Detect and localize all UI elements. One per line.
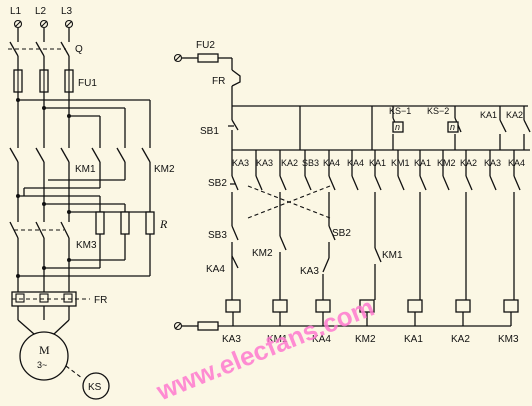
phase-label-l1: L1 [10, 6, 22, 17]
row-label-2: KA3 [256, 158, 273, 168]
resistor-r-1 [95, 211, 105, 235]
coil-label-km2: KM2 [355, 334, 376, 345]
row-label-3: KA2 [281, 158, 298, 168]
row-label-1: KA3 [232, 158, 249, 168]
switch-q-blade [9, 41, 19, 57]
sb2-label: SB2 [208, 178, 227, 189]
fr-contact-label: FR [212, 76, 225, 87]
fuse-fu1-label: FU1 [78, 78, 97, 89]
coil-label-km3: KM3 [498, 334, 519, 345]
row-label-8: KM1 [391, 158, 410, 168]
control-circuit: FU2 FR SB1 n KS−1 n KS−2 [173, 40, 531, 345]
terminal-l1 [13, 19, 23, 29]
km2-contact-label: KM2 [252, 248, 273, 259]
terminal-l3 [64, 19, 74, 29]
row-label-11: KA2 [460, 158, 477, 168]
coil-km1 [272, 299, 288, 313]
coil-ka3 [225, 299, 241, 313]
phase-label-l2: L2 [35, 6, 47, 17]
resistor-r-2 [120, 211, 130, 235]
fuse-fu2-label: FU2 [196, 40, 215, 51]
row-label-10: KM2 [437, 158, 456, 168]
coil-km3 [503, 299, 519, 313]
fuse-fu2 [197, 53, 219, 63]
coil-ka2 [455, 299, 471, 313]
contact-row: KA3 KA3 KA2 SB3 KA4 KA4 KA1 KM1 KA1 KM2 … [232, 158, 525, 168]
coil-label-ka3: KA3 [222, 334, 241, 345]
km1-contact-label: KM1 [382, 250, 403, 261]
contactor-km1-label: KM1 [75, 164, 96, 175]
terminal-l2 [39, 19, 49, 29]
row-label-5: KA4 [323, 158, 340, 168]
ks1-sensor-mark: n [395, 122, 400, 132]
speed-relay-label: KS [88, 382, 102, 393]
sb2-lower-label: SB2 [332, 228, 351, 239]
coil-label-ka4: KA4 [312, 334, 331, 345]
ka4-contact-label: KA4 [206, 264, 225, 275]
ks1-sensor [392, 121, 404, 133]
row-label-4: SB3 [302, 158, 319, 168]
ks2-sensor [447, 121, 459, 133]
row-label-13: KA4 [508, 158, 525, 168]
ka3-contact-label: KA3 [300, 266, 319, 277]
top-label-ka2: KA2 [506, 110, 523, 120]
coil-label-km1: KM1 [267, 334, 288, 345]
top-label-ka1: KA1 [480, 110, 497, 120]
fuse-bottom [197, 321, 219, 331]
row-label-12: KA3 [484, 158, 501, 168]
phase-label-l3: L3 [61, 6, 73, 17]
motor-label: M [39, 343, 50, 357]
power-circuit: L1 L2 L3 Q FU1 [8, 6, 175, 400]
motor-m [19, 331, 69, 381]
contactor-km3-label: KM3 [76, 240, 97, 251]
coil-label-ka1: KA1 [404, 334, 423, 345]
row-label-6: KA4 [347, 158, 364, 168]
contactor-km2-label: KM2 [154, 164, 175, 175]
motor-phase-label: 3~ [37, 360, 47, 370]
row-label-7: KA1 [369, 158, 386, 168]
sb1-label: SB1 [200, 126, 219, 137]
switch-q-label: Q [75, 44, 83, 55]
ks1-label: KS−1 [389, 106, 411, 116]
watermark: www.elecfans.com [151, 292, 378, 406]
row-label-9: KA1 [414, 158, 431, 168]
coil-label-ka2: KA2 [451, 334, 470, 345]
resistor-label: R [159, 217, 168, 231]
ks2-label: KS−2 [427, 106, 449, 116]
sb3-label: SB3 [208, 230, 227, 241]
ks2-sensor-mark: n [450, 122, 455, 132]
resistor-r-3 [145, 211, 155, 235]
speed-relay-ks [82, 372, 110, 400]
coil-ka1 [407, 299, 423, 313]
overload-fr-label: FR [94, 295, 107, 306]
